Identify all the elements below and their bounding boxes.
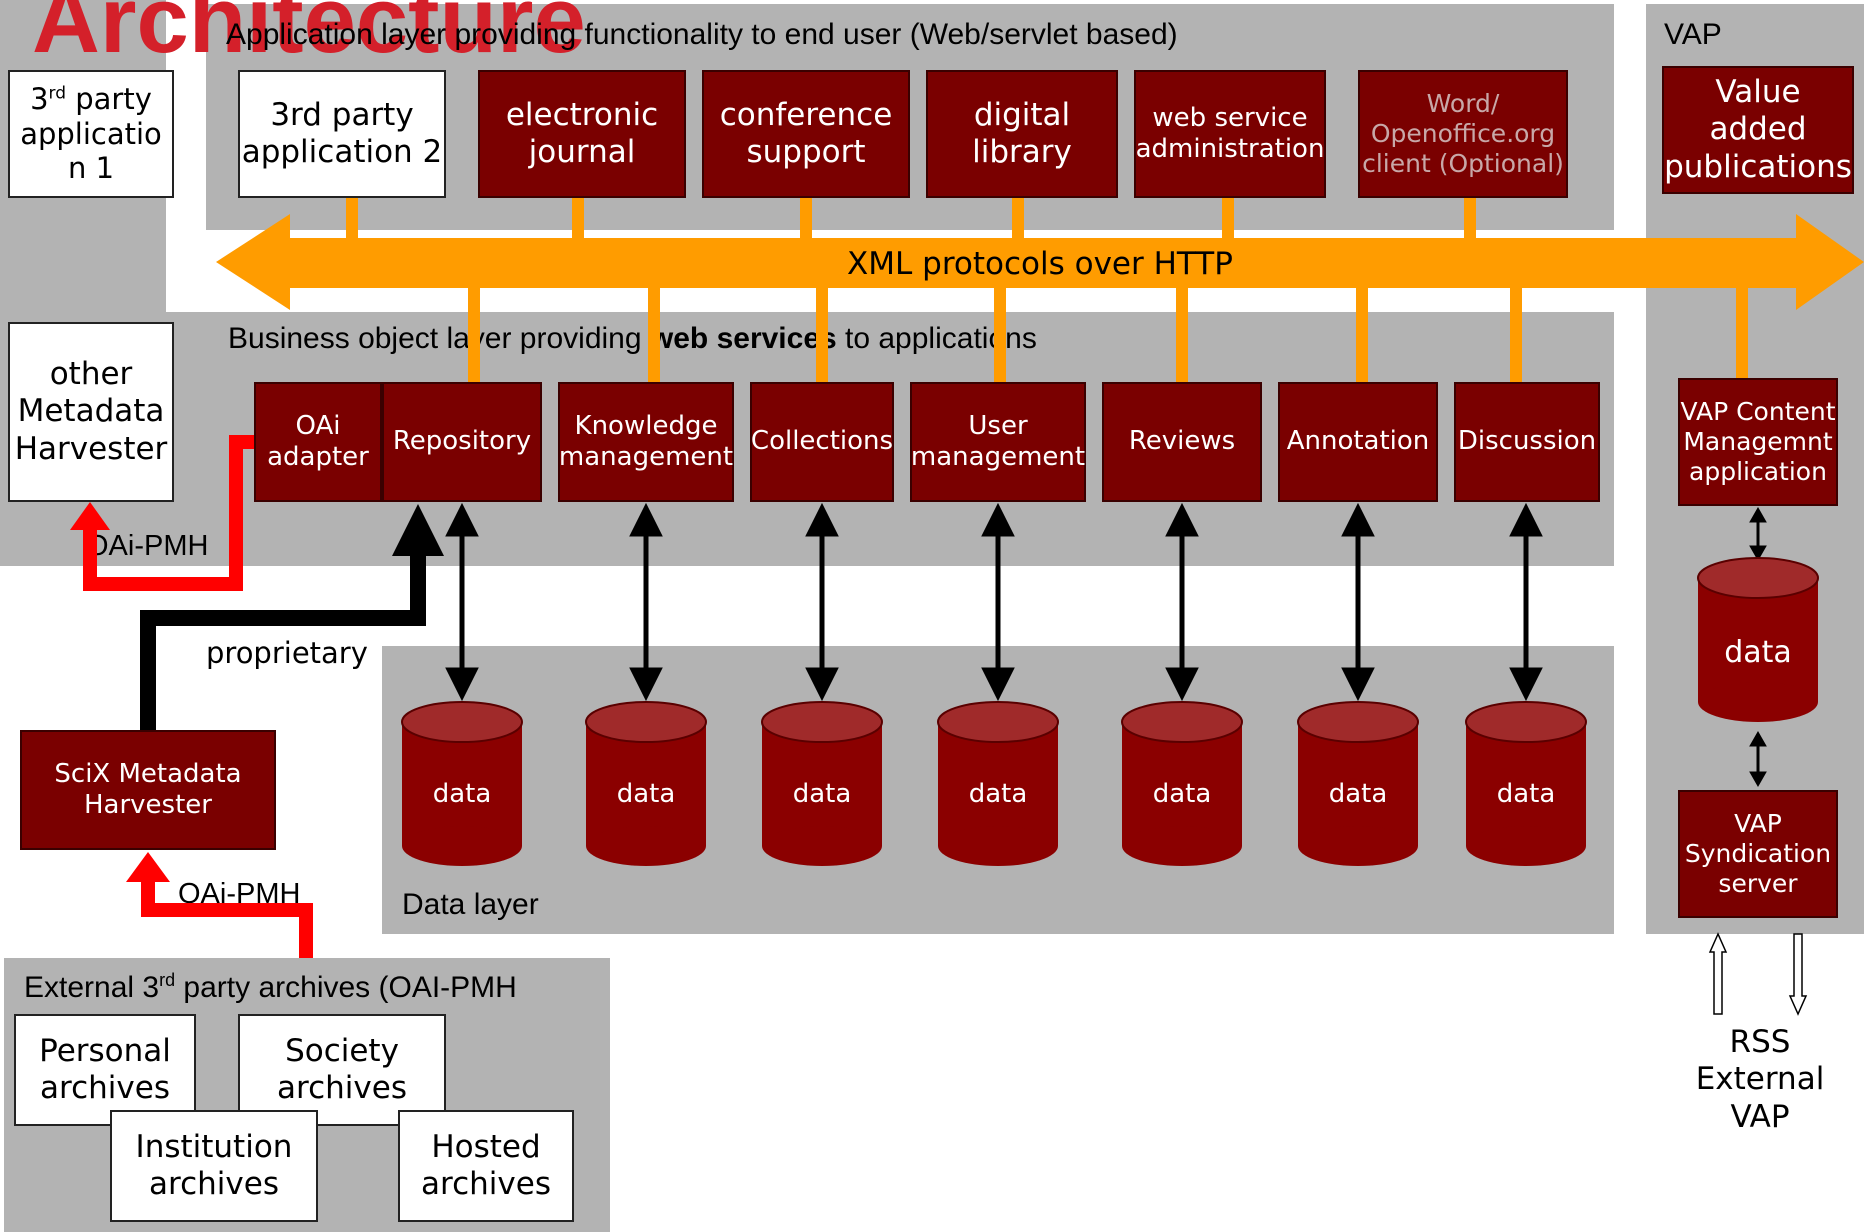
conference-support-box: conference support xyxy=(702,70,910,198)
app-bus-stubs xyxy=(346,198,1476,242)
stub-word xyxy=(1464,198,1476,242)
data-cylinder-2: data xyxy=(585,701,707,866)
arrow-vapdata-syndication xyxy=(1749,730,1767,788)
personal-archives-box: Personal archives xyxy=(14,1014,196,1126)
external-archives-label: External 3rd party archives (OAI-PMH xyxy=(24,970,517,1005)
third-party-app-1-label: 3rd party applicatio n 1 xyxy=(10,82,172,186)
stub-discussion xyxy=(1510,288,1522,382)
data-cylinder-4: data xyxy=(937,701,1059,866)
data-label-3: data xyxy=(793,779,852,809)
data-label-2: data xyxy=(617,779,676,809)
data-cylinder-7: data xyxy=(1465,701,1587,866)
data-cylinder-1: data xyxy=(401,701,523,866)
stub-conference xyxy=(800,198,812,242)
app-layer-label: Application layer providing functionalit… xyxy=(226,18,1178,51)
oai-pmh-top-connector xyxy=(70,435,254,591)
hosted-archives-box: Hosted archives xyxy=(398,1110,574,1222)
stub-webservice xyxy=(1222,198,1234,242)
vap-data-label: data xyxy=(1724,635,1792,670)
third-party-app-2-box: 3rd party application 2 xyxy=(238,70,446,198)
vap-content-management-box: VAP Content Managemnt application xyxy=(1678,378,1838,506)
business-layer-label-pre: Business object layer providing xyxy=(228,322,650,355)
arrow-user-data xyxy=(981,502,1015,702)
xml-bus-label: XML protocols over HTTP xyxy=(847,246,1233,282)
data-label-1: data xyxy=(433,779,492,809)
rss-arrows xyxy=(1708,932,1808,1016)
data-layer-label: Data layer xyxy=(402,888,539,921)
scix-metadata-harvester-box: SciX Metadata Harvester xyxy=(20,730,276,850)
page-title: Architecture xyxy=(32,0,586,72)
external-label-post: party archives (OAI-PMH xyxy=(175,971,517,1004)
third-party-app-1-sup: rd xyxy=(48,83,67,104)
oai-adapter-box: OAi adapter xyxy=(254,382,382,502)
external-label-sup: rd xyxy=(159,970,176,990)
data-cylinder-3: data xyxy=(761,701,883,866)
stub-repository xyxy=(468,288,480,382)
stub-knowledge xyxy=(648,288,660,382)
word-openoffice-client-box: Word/ Openoffice.org client (Optional) xyxy=(1358,70,1568,198)
stub-vap-content xyxy=(1736,288,1748,378)
knowledge-management-box: Knowledge management xyxy=(558,382,734,502)
user-management-box: User management xyxy=(910,382,1086,502)
data-label-5: data xyxy=(1153,779,1212,809)
vap-syndication-server-box: VAP Syndication server xyxy=(1678,790,1838,918)
arrow-repository-data xyxy=(445,502,479,702)
collections-box: Collections xyxy=(750,382,894,502)
data-label-7: data xyxy=(1497,779,1556,809)
third-party-app-1-box: 3rd party applicatio n 1 xyxy=(8,70,174,198)
data-stores: data data data data xyxy=(401,557,1819,866)
rss-external-vap-label: RSS External VAP xyxy=(1695,1024,1825,1135)
proprietary-connector xyxy=(140,504,444,730)
arrow-reviews-data xyxy=(1165,502,1199,702)
third-party-app-1-prefix: 3 xyxy=(30,81,49,116)
arrow-vapcontent-data xyxy=(1749,506,1767,562)
external-label-pre: External 3 xyxy=(24,971,160,1004)
electronic-journal-box: electronic journal xyxy=(478,70,686,198)
proprietary-label: proprietary xyxy=(206,636,368,670)
institution-archives-box: Institution archives xyxy=(110,1110,318,1222)
data-cylinder-5: data xyxy=(1121,701,1243,866)
arrow-knowledge-data xyxy=(629,502,663,702)
stub-reviews xyxy=(1176,288,1188,382)
digital-library-box: digital library xyxy=(926,70,1118,198)
stub-ejournal xyxy=(572,198,584,242)
value-added-publications-box: Value added publications xyxy=(1662,66,1854,194)
stub-collections xyxy=(816,288,828,382)
stub-annotation xyxy=(1356,288,1368,382)
other-metadata-harvester-box: other Metadata Harvester xyxy=(8,322,174,502)
web-service-admin-box: web service administration xyxy=(1134,70,1326,198)
third-party-app-1-rest: party applicatio n 1 xyxy=(20,81,162,186)
vap-arrows xyxy=(1749,506,1767,788)
stub-user xyxy=(994,288,1006,382)
annotation-box: Annotation xyxy=(1278,382,1438,502)
oai-pmh-bottom-connector xyxy=(126,852,313,958)
stub-app2 xyxy=(346,198,358,242)
arrow-discussion-data xyxy=(1509,502,1543,702)
arrow-annotation-data xyxy=(1341,502,1375,702)
arrow-collections-data xyxy=(805,502,839,702)
bus-business-stubs xyxy=(468,288,1748,382)
oai-pmh-top-label: OAi-PMH xyxy=(86,530,209,562)
vap-label: VAP xyxy=(1664,18,1722,51)
repository-box: Repository xyxy=(382,382,542,502)
vap-data-cylinder: data xyxy=(1697,557,1819,722)
stub-library xyxy=(1012,198,1024,242)
reviews-box: Reviews xyxy=(1102,382,1262,502)
rss-down-arrow xyxy=(1788,933,1808,1016)
discussion-box: Discussion xyxy=(1454,382,1600,502)
data-label-6: data xyxy=(1329,779,1388,809)
business-layer-label-bold: web services xyxy=(649,322,837,355)
rss-up-arrow xyxy=(1708,932,1728,1015)
xml-bus-arrow xyxy=(216,214,1864,310)
data-label-4: data xyxy=(969,779,1028,809)
data-cylinder-6: data xyxy=(1297,701,1419,866)
business-data-arrows xyxy=(445,502,1543,702)
society-archives-box: Society archives xyxy=(238,1014,446,1126)
